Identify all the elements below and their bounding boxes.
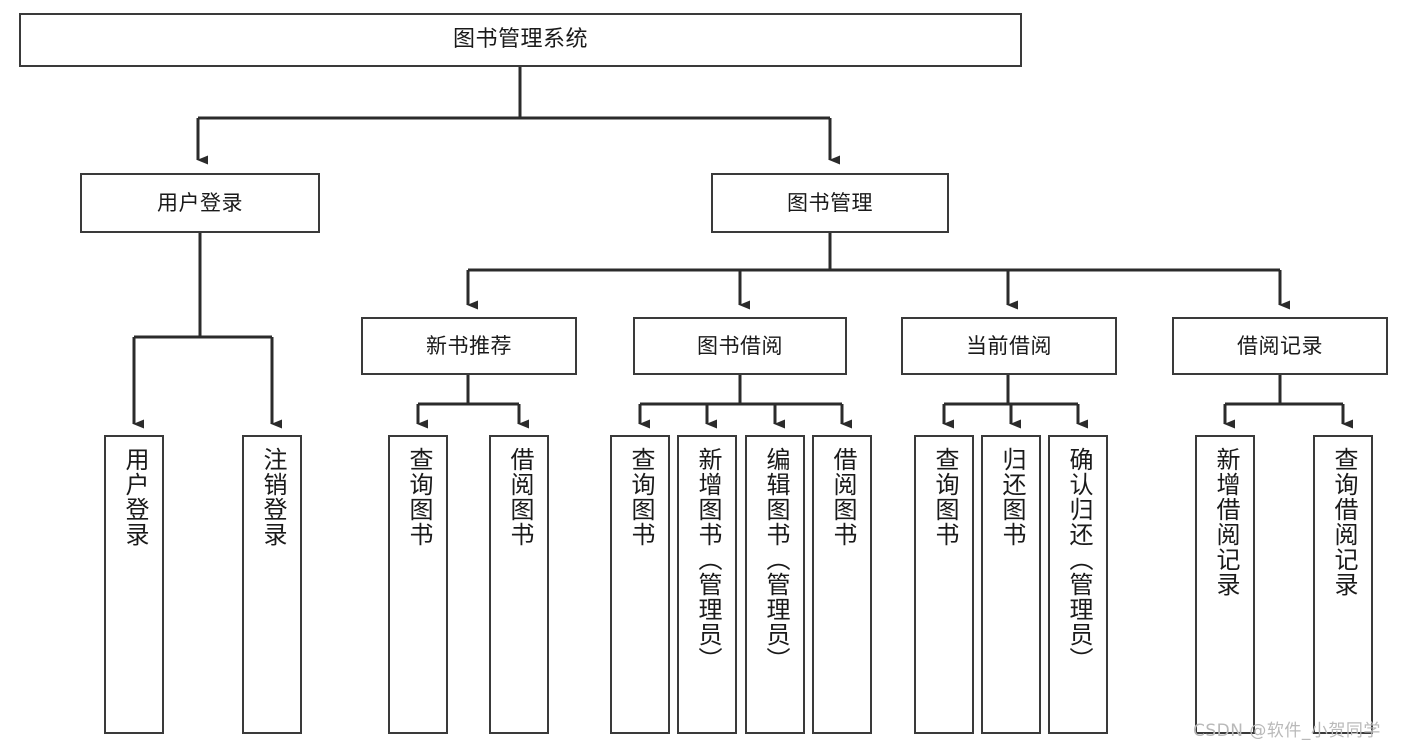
node-leaf-user-logout-label: 注销登录: [258, 447, 287, 547]
node-user-login[interactable]: 用户登录: [80, 173, 320, 233]
node-leaf-query-book-3-label: 查询图书: [930, 447, 959, 547]
node-current-borrow[interactable]: 当前借阅: [901, 317, 1117, 375]
node-leaf-add-book-label: 新增图书（管理员）: [693, 447, 722, 672]
node-user-login-label: 用户登录: [157, 190, 243, 215]
node-root-label: 图书管理系统: [452, 27, 588, 53]
node-leaf-borrow-book-1-label: 借阅图书: [505, 447, 534, 547]
node-leaf-query-book-3[interactable]: 查询图书: [914, 435, 974, 734]
node-leaf-query-book-2[interactable]: 查询图书: [610, 435, 670, 734]
node-book-manage-label: 图书管理: [787, 190, 873, 215]
csdn-watermark: CSDN @软件_小贺同学: [1193, 721, 1381, 741]
node-current-borrow-label: 当前借阅: [966, 333, 1052, 358]
node-leaf-add-record-label: 新增借阅记录: [1211, 447, 1240, 597]
node-leaf-return-book-label: 归还图书: [997, 447, 1026, 547]
node-leaf-edit-book-label: 编辑图书（管理员）: [761, 447, 790, 672]
node-leaf-confirm-return[interactable]: 确认归还（管理员）: [1048, 435, 1108, 734]
node-borrow-record[interactable]: 借阅记录: [1172, 317, 1388, 375]
node-leaf-user-login-label: 用户登录: [120, 447, 149, 547]
node-leaf-borrow-book-2[interactable]: 借阅图书: [812, 435, 872, 734]
node-leaf-query-record[interactable]: 查询借阅记录: [1313, 435, 1373, 734]
node-leaf-query-book-1[interactable]: 查询图书: [388, 435, 448, 734]
node-leaf-add-record[interactable]: 新增借阅记录: [1195, 435, 1255, 734]
node-new-book-recommend[interactable]: 新书推荐: [361, 317, 577, 375]
node-leaf-add-book[interactable]: 新增图书（管理员）: [677, 435, 737, 734]
node-leaf-query-book-2-label: 查询图书: [626, 447, 655, 547]
node-leaf-user-logout[interactable]: 注销登录: [242, 435, 302, 734]
node-new-book-recommend-label: 新书推荐: [426, 333, 512, 358]
node-leaf-edit-book[interactable]: 编辑图书（管理员）: [745, 435, 805, 734]
node-leaf-user-login[interactable]: 用户登录: [104, 435, 164, 734]
node-leaf-borrow-book-2-label: 借阅图书: [828, 447, 857, 547]
node-book-borrow[interactable]: 图书借阅: [633, 317, 847, 375]
node-leaf-confirm-return-label: 确认归还（管理员）: [1064, 447, 1093, 672]
node-leaf-query-book-1-label: 查询图书: [404, 447, 433, 547]
node-leaf-query-record-label: 查询借阅记录: [1329, 447, 1358, 597]
node-book-manage[interactable]: 图书管理: [711, 173, 949, 233]
node-book-borrow-label: 图书借阅: [697, 333, 783, 358]
node-leaf-return-book[interactable]: 归还图书: [981, 435, 1041, 734]
node-leaf-borrow-book-1[interactable]: 借阅图书: [489, 435, 549, 734]
node-borrow-record-label: 借阅记录: [1237, 333, 1323, 358]
node-root-book-management-system[interactable]: 图书管理系统: [19, 13, 1022, 67]
